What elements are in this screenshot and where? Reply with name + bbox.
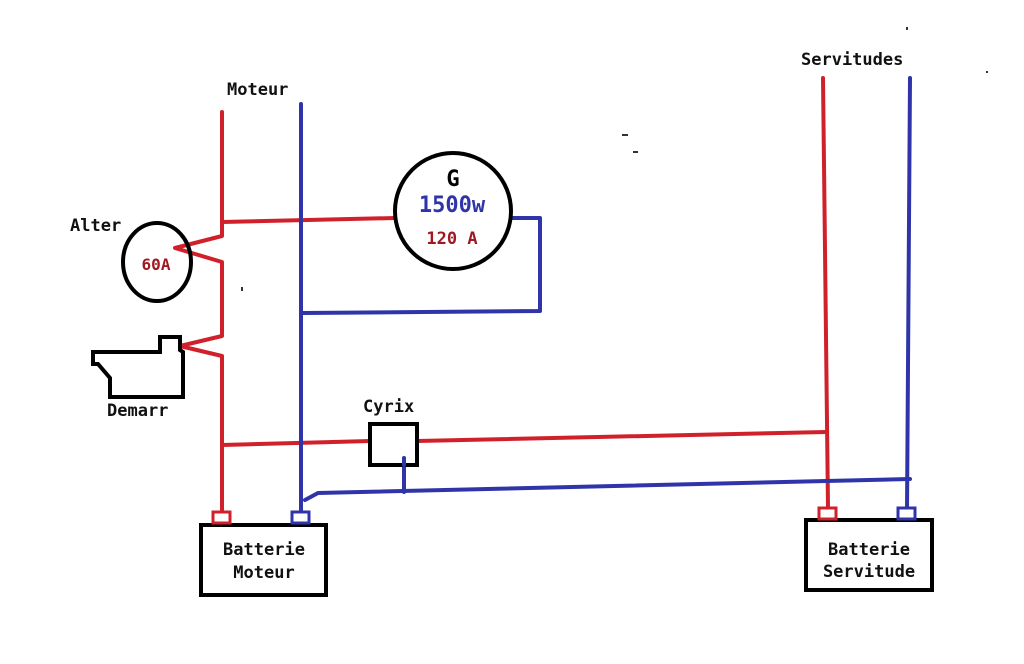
service-battery-label-line2: Servitude (823, 562, 915, 582)
engine-positive-wire (173, 110, 224, 512)
engine-battery-negative-terminal (290, 510, 311, 525)
service-battery-label-line1: Batterie (828, 540, 910, 560)
generator: G 1500w 120 A (393, 151, 513, 271)
generator-negative-wire (300, 216, 542, 315)
engine-battery-label-line2: Moteur (233, 563, 294, 583)
alternator-circle (121, 221, 193, 303)
positive-wires (173, 76, 830, 512)
cyrix-label: Cyrix (363, 397, 414, 417)
engine-section-label: Moteur (227, 80, 288, 100)
service-section-label: Servitudes (801, 50, 903, 70)
alternator-label: Alter (70, 216, 121, 236)
engine-battery-positive-terminal (211, 510, 232, 525)
cyrix-input-wire (220, 439, 372, 447)
service-battery-negative-terminal (896, 506, 917, 521)
negative-wires (299, 76, 912, 512)
engine-battery-body (199, 523, 328, 597)
engine-battery-label-line1: Batterie (223, 540, 305, 560)
stray-marks (241, 27, 988, 291)
starter-label: Demarr (107, 401, 168, 421)
negative-link-wire (303, 477, 912, 502)
generator-circle (393, 151, 513, 271)
starter-motor: Demarr (91, 335, 185, 421)
cyrix-box (368, 422, 419, 467)
service-battery: Batterie Servitude (804, 506, 934, 592)
generator-current: 120 A (426, 229, 477, 249)
generator-symbol: G (446, 167, 459, 192)
service-battery-body (804, 518, 934, 592)
alternator: 60A Alter (70, 216, 193, 303)
service-negative-wire (905, 76, 912, 512)
service-positive-wire (821, 76, 830, 510)
starter-body (91, 335, 185, 399)
engine-battery: Batterie Moteur (199, 510, 328, 597)
generator-positive-wire (220, 216, 397, 224)
cyrix-output-wire (415, 430, 828, 443)
cyrix-relay: Cyrix (363, 397, 419, 467)
alternator-rating: 60A (142, 255, 171, 274)
service-battery-positive-terminal (817, 506, 838, 521)
generator-power: 1500w (419, 193, 486, 218)
